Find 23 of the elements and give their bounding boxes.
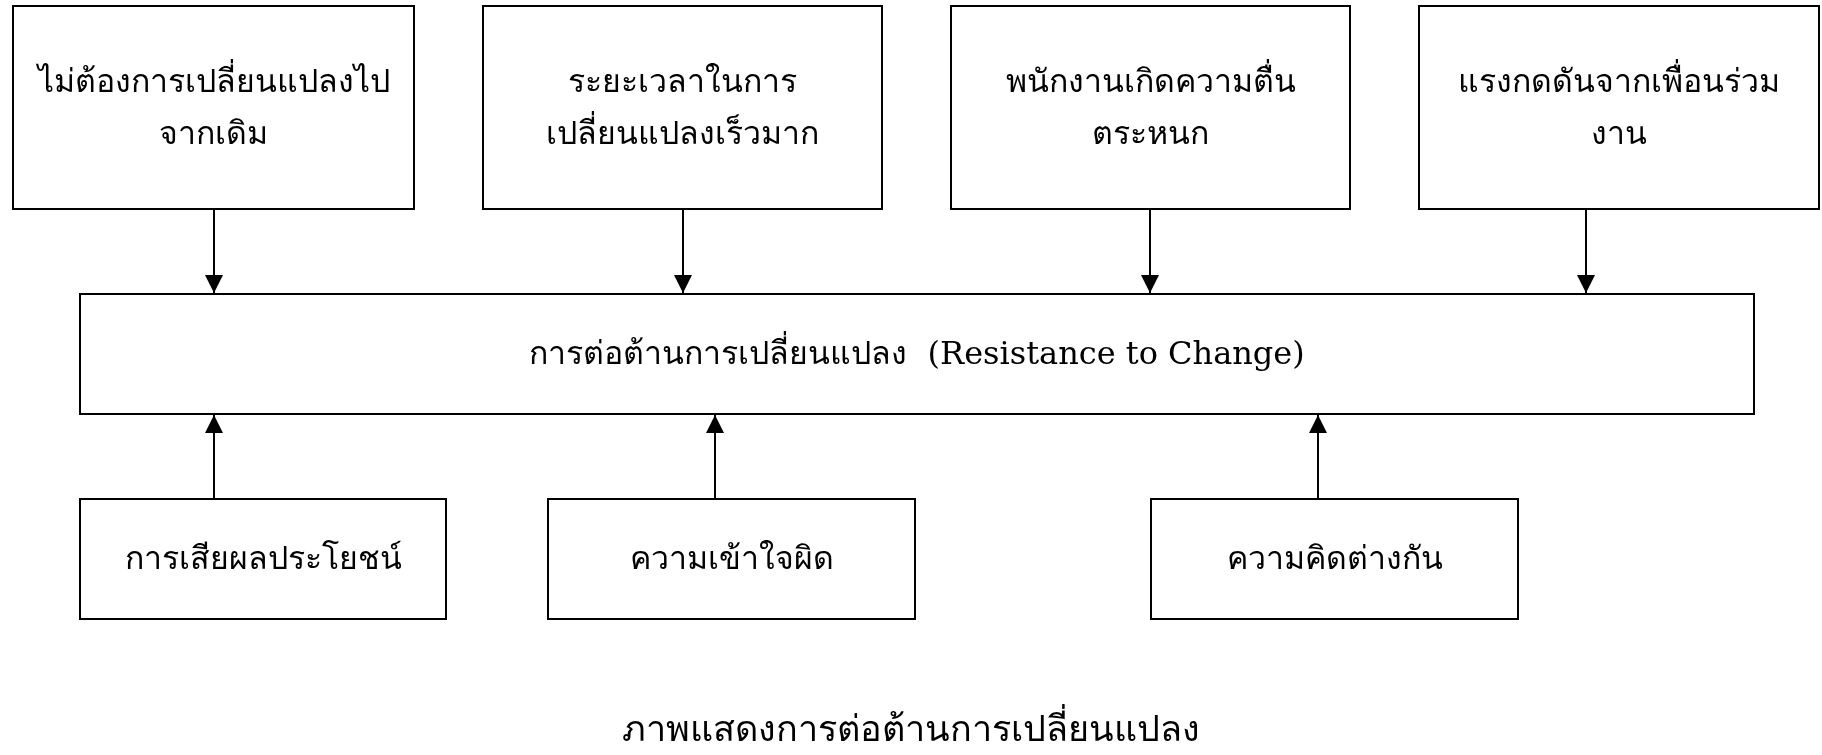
arrow bbox=[205, 209, 223, 294]
central-box bbox=[79, 293, 1755, 415]
factor-box bbox=[547, 498, 916, 620]
box-text: ความเข้าใจผิด bbox=[628, 538, 835, 580]
box-text: ระยะเวลาในการเปลี่ยนแปลงเร็วมาก bbox=[545, 61, 820, 154]
arrow bbox=[1309, 414, 1327, 499]
box-text: การต่อต้านการเปลี่ยนแปลง (Resistance to Change) bbox=[513, 328, 1321, 380]
factor-box bbox=[12, 5, 415, 210]
factor-box bbox=[482, 5, 883, 210]
factor-box bbox=[79, 498, 447, 620]
arrow bbox=[706, 414, 724, 499]
factor-box bbox=[1150, 498, 1519, 620]
box-text: ไม่ต้องการเปลี่ยนแปลงไปจากเดิม bbox=[14, 56, 413, 159]
box-text: ความคิดต่างกัน bbox=[1225, 538, 1444, 580]
factor-box bbox=[950, 5, 1351, 210]
arrow bbox=[674, 209, 692, 294]
box-text: แรงกดดันจากเพื่อนร่วมงาน bbox=[1420, 56, 1818, 159]
box-text: การเสียผลประโยชน์ bbox=[123, 538, 403, 580]
factor-box bbox=[1418, 5, 1820, 210]
box-text: พนักงานเกิดความตื่นตระหนก bbox=[952, 56, 1349, 159]
arrow bbox=[205, 414, 223, 499]
arrow bbox=[1141, 209, 1159, 294]
arrow bbox=[1577, 209, 1595, 294]
